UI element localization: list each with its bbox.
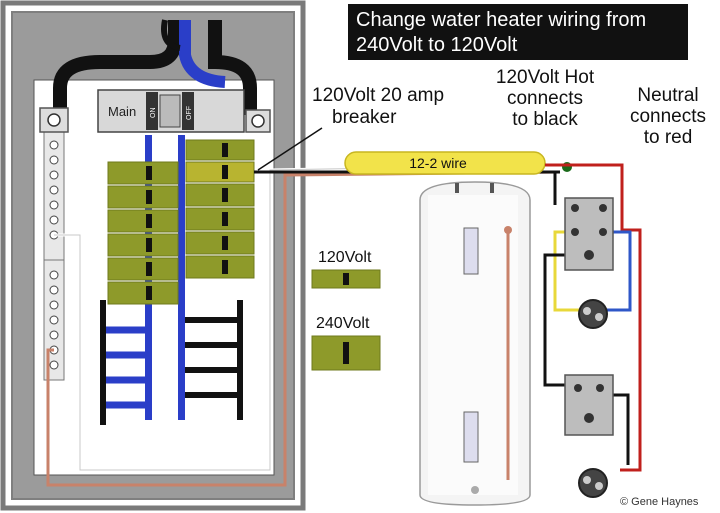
hot-to-thermostat	[550, 170, 557, 205]
pipe-cap	[504, 226, 512, 234]
breaker-label-line-1: 120Volt 20 amp	[312, 85, 445, 106]
breaker-pointer	[257, 127, 323, 171]
main-off-slot	[182, 92, 194, 130]
lug-screw-left	[47, 113, 61, 127]
drain-valve	[471, 486, 479, 494]
breaker-column-left	[107, 161, 179, 305]
heater-terminal-1	[455, 183, 459, 193]
lug-screw-right	[251, 114, 265, 128]
upper-element	[578, 299, 608, 329]
title-line-2: 240Volt to 120Volt	[356, 34, 518, 56]
legend-240-handle	[343, 342, 349, 364]
bus-stabs-right	[185, 300, 243, 420]
legend-120-label: 120Volt	[318, 249, 372, 266]
service-cable-right	[208, 20, 257, 115]
black-wire-lower	[543, 253, 575, 387]
lower-thermostat	[564, 374, 614, 436]
main-handle	[159, 94, 181, 128]
lower-element	[578, 468, 608, 498]
breaker-label-line-2: breaker	[332, 107, 397, 128]
service-neutral-blue	[179, 20, 226, 88]
red-wire-lower	[620, 195, 642, 472]
hot-label-line-1: 120Volt Hot	[495, 67, 595, 88]
neutral-wire-outline	[54, 164, 551, 471]
on-label: ON	[150, 108, 157, 119]
upper-element-screw-1	[583, 307, 591, 315]
bus-bar-blue-right	[178, 135, 185, 420]
legend-240-label: 240Volt	[316, 315, 370, 332]
cable-label: 12-2 wire	[409, 155, 467, 171]
legend-120-handle	[343, 273, 349, 285]
cable-12-2	[344, 151, 546, 175]
title-line-1: Change water heater wiring from	[356, 9, 647, 31]
neutral-label-line-1: Neutral	[637, 85, 699, 106]
ground-wire-copper	[46, 170, 561, 487]
neutral-label-line-2: connects	[629, 106, 707, 127]
breaker-120v-20a	[185, 161, 255, 183]
copyright-label: © Gene Haynes	[620, 496, 699, 508]
heater-terminal-2	[490, 183, 494, 193]
service-cable-center	[161, 19, 181, 51]
main-on-slot	[146, 92, 158, 130]
upper-access-panel	[463, 227, 479, 275]
lower-element-screw-2	[595, 482, 603, 490]
neutral-label-line-3: to red	[643, 127, 693, 148]
main-label: Main	[108, 104, 136, 119]
breaker-column-right	[185, 139, 255, 279]
hot-label-line-3: to black	[512, 109, 578, 130]
lower-access-panel	[463, 411, 479, 463]
hot-label-line-2: connects	[506, 88, 584, 109]
black-wire-element	[608, 393, 630, 465]
off-label: OFF	[186, 106, 193, 120]
neutral-to-red	[545, 163, 624, 195]
bus-stabs-left	[100, 326, 145, 409]
upper-element-screw-2	[595, 313, 603, 321]
upper-thermostat-screws	[571, 204, 607, 260]
lower-thermostat-screws	[574, 384, 604, 423]
neutral-wire-white	[54, 163, 551, 472]
lower-element-screw-1	[583, 476, 591, 484]
title-box: Change water heater wiring from 240Volt …	[348, 4, 688, 60]
legend-240-breaker	[311, 335, 381, 371]
blue-wire	[600, 230, 632, 312]
